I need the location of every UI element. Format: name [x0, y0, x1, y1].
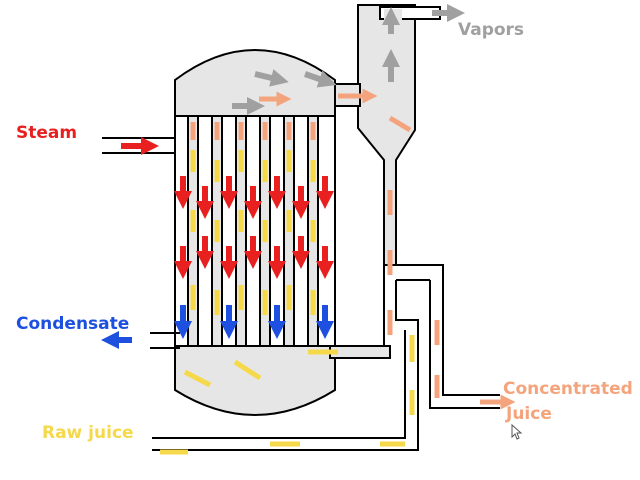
steam-arrows [121, 137, 334, 279]
mouse-cursor-icon [511, 424, 523, 440]
vapors-label: Vapors [458, 20, 525, 40]
recirculation-pipe [152, 265, 419, 451]
condensate-label: Condensate [16, 314, 130, 334]
raw-juice-flow [160, 150, 415, 455]
concentrated-juice-label-line2: Juice [506, 404, 552, 424]
concentrated-juice-flow [190, 88, 516, 410]
raw-juice-label: Raw juice [42, 423, 134, 443]
vapors-arrows [232, 4, 465, 115]
condensate-arrows [101, 305, 334, 349]
concentrated-juice-label-line1: Concentrated [503, 379, 633, 399]
concentrate-pipe [396, 264, 500, 409]
bottom-transfer-pipe [329, 345, 391, 359]
steam-label: Steam [16, 123, 78, 143]
steam-inlet-pipe [102, 137, 175, 154]
